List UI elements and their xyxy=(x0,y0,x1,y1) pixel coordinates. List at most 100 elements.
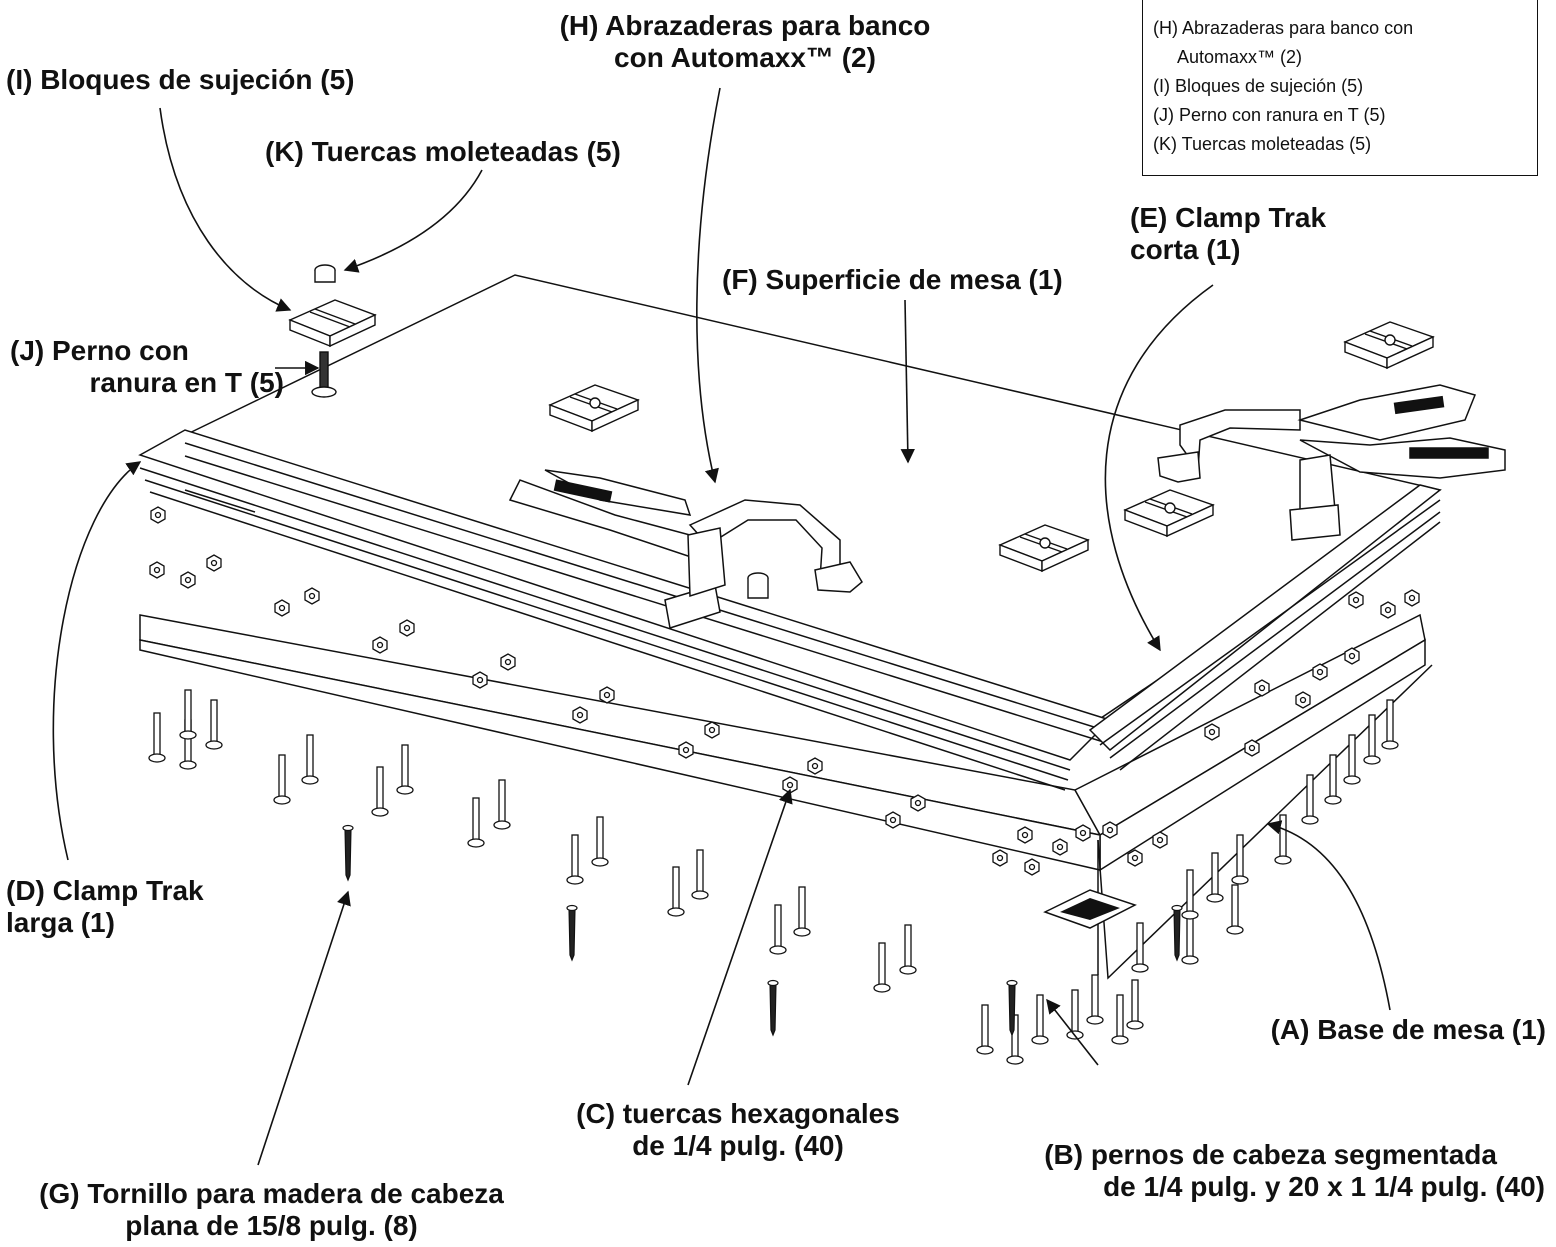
wood-screw xyxy=(1171,904,1183,962)
table-base xyxy=(139,613,1433,980)
arrow-D xyxy=(52,461,142,861)
hex-nut xyxy=(885,811,901,829)
hex-nut xyxy=(372,636,388,654)
hex-nut xyxy=(572,706,588,724)
bolt xyxy=(1111,994,1129,1045)
wood-screws xyxy=(342,824,1183,1037)
bolt xyxy=(1131,922,1149,973)
bolt xyxy=(205,699,223,750)
hex-nut xyxy=(1127,849,1143,867)
bolt xyxy=(1231,834,1249,885)
wood-screw xyxy=(767,979,779,1037)
label-b-line1: (B) pernos de cabeza segmentada xyxy=(1044,1139,1497,1170)
label-c-line2: de 1/4 pulg. (40) xyxy=(632,1130,844,1161)
knurled-nuts xyxy=(314,264,769,599)
hex-nut xyxy=(206,554,222,572)
segmented-head-bolts xyxy=(148,689,1399,1065)
label-a: (A) Base de mesa (1) xyxy=(1220,1014,1546,1046)
bolt xyxy=(1031,994,1049,1045)
label-e: (E) Clamp Trak corta (1) xyxy=(1130,202,1326,266)
wood-screw xyxy=(1006,979,1018,1037)
bolt xyxy=(691,849,709,900)
leader-arrows xyxy=(52,87,1391,1166)
bolt xyxy=(273,754,291,805)
bolt xyxy=(179,719,197,770)
arrow-A xyxy=(1266,820,1391,1011)
bolt xyxy=(793,886,811,937)
label-c-line1: (C) tuercas hexagonales xyxy=(576,1098,900,1129)
label-j-line1: (J) Perno con xyxy=(10,335,189,366)
bolt xyxy=(1006,1014,1024,1065)
bolt xyxy=(769,904,787,955)
hex-nut xyxy=(150,506,166,524)
t-slot-bolt xyxy=(311,351,337,398)
bolt xyxy=(179,689,197,740)
label-j: (J) Perno con ranura en T (5) xyxy=(4,335,284,399)
hex-nut xyxy=(149,561,165,579)
label-j-line2: ranura en T (5) xyxy=(89,367,284,398)
legend-item-h-cont: Automaxx™ (2) xyxy=(1177,47,1303,67)
label-d-line2: larga (1) xyxy=(6,907,115,938)
wood-screw xyxy=(342,824,354,882)
arrow-C xyxy=(687,788,793,1086)
hex-nut xyxy=(1344,647,1360,665)
bolt xyxy=(591,816,609,867)
bolt xyxy=(301,734,319,785)
parts-legend: (H) Abrazaderas para banco con Automaxx™… xyxy=(1142,0,1538,176)
arrow-B xyxy=(1046,998,1099,1066)
hex-nut xyxy=(1295,691,1311,709)
hex-nuts xyxy=(149,506,1420,876)
hex-nut xyxy=(500,653,516,671)
label-b-line2: de 1/4 pulg. y 20 x 1 1/4 pulg. (40) xyxy=(1103,1171,1545,1202)
label-a-line1: (A) Base de mesa (1) xyxy=(1270,1014,1546,1045)
bolt xyxy=(1206,852,1224,903)
hex-nut xyxy=(1348,591,1364,609)
arrow-F xyxy=(900,299,915,464)
label-d: (D) Clamp Trak larga (1) xyxy=(6,875,204,939)
hex-nut xyxy=(678,741,694,759)
hex-nut xyxy=(992,849,1008,867)
hex-nut xyxy=(704,721,720,739)
arrow-E xyxy=(1104,284,1214,652)
legend-item-k: (K) Tuercas moleteadas (5) xyxy=(1153,134,1372,154)
hex-nut xyxy=(472,671,488,689)
hex-nut xyxy=(274,599,290,617)
bolt xyxy=(566,834,584,885)
bolt xyxy=(1324,754,1342,805)
hex-nut xyxy=(1244,739,1260,757)
hex-nut xyxy=(1404,589,1420,607)
bench-clamp-right xyxy=(1157,384,1506,541)
wood-screw xyxy=(566,904,578,962)
label-e-line1: (E) Clamp Trak xyxy=(1130,202,1327,233)
bolt xyxy=(1343,734,1361,785)
label-f-line1: (F) Superficie de mesa (1) xyxy=(722,264,1063,295)
bolt xyxy=(1381,699,1399,750)
hex-nut xyxy=(304,587,320,605)
bolt xyxy=(1274,814,1292,865)
label-k: (K) Tuercas moleteadas (5) xyxy=(265,136,621,168)
bolt xyxy=(1363,714,1381,765)
hex-nut xyxy=(1102,821,1118,839)
hex-nut xyxy=(807,757,823,775)
hex-nut xyxy=(399,619,415,637)
bolt xyxy=(1181,914,1199,965)
hex-nut xyxy=(1380,601,1396,619)
hex-nut xyxy=(1254,679,1270,697)
bolt xyxy=(148,712,166,763)
label-c: (C) tuercas hexagonales de 1/4 pulg. (40… xyxy=(548,1098,928,1162)
hex-nut xyxy=(1075,824,1091,842)
bolt xyxy=(1301,774,1319,825)
arrow-K xyxy=(343,169,483,273)
arrow-H xyxy=(696,87,721,484)
label-h-line2: con Automaxx™ (2) xyxy=(614,42,876,73)
bolt xyxy=(396,744,414,795)
bolt xyxy=(371,766,389,817)
label-e-line2: corta (1) xyxy=(1130,234,1241,265)
hex-nut xyxy=(1152,831,1168,849)
bolt xyxy=(1066,989,1084,1040)
label-h-line1: (H) Abrazaderas para banco xyxy=(559,10,931,41)
legend-item-i: (I) Bloques de sujeción (5) xyxy=(1153,76,1364,96)
legend-item-h: (H) Abrazaderas para banco con xyxy=(1153,18,1414,38)
hex-nut xyxy=(180,571,196,589)
